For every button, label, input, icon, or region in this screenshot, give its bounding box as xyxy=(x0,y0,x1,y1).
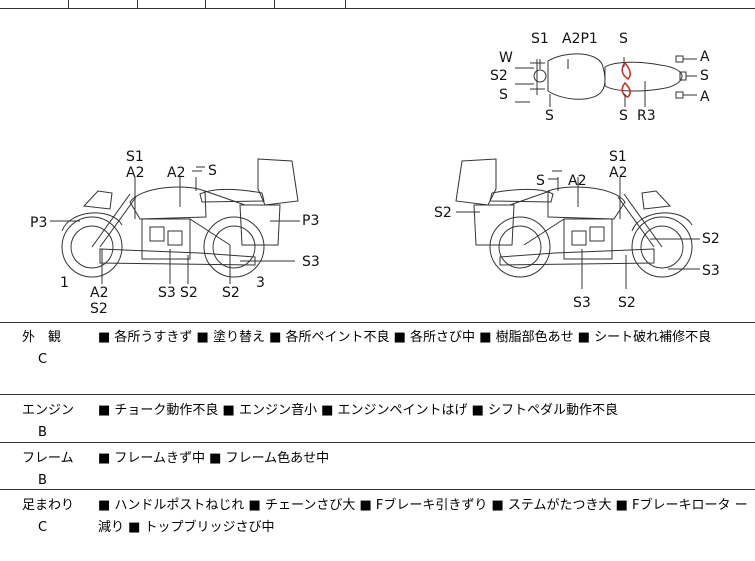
exhaust-pipe xyxy=(499,248,655,266)
label-s3: S3 xyxy=(158,285,176,301)
label-p3: P3 xyxy=(30,215,47,231)
headlight-icon xyxy=(533,69,547,83)
label-s: S xyxy=(619,31,628,47)
left-side-labels: S1 A2 A2 S P3 P3 S3 1 3 A2 S2 S3 S2 S2 xyxy=(30,149,320,317)
right-side-labels: S A2 S1 A2 S2 S2 S3 S3 S2 xyxy=(434,149,720,311)
label-s2: S2 xyxy=(490,68,508,84)
label-s: S xyxy=(700,68,709,84)
label-1: 1 xyxy=(60,275,69,291)
seat xyxy=(489,188,554,203)
label-s1: S1 xyxy=(531,31,549,47)
label-s: S xyxy=(208,163,217,179)
section-notes: ■ チョーク動作不良 ■ エンジン音小 ■ エンジンペイントはげ ■ シフトペダ… xyxy=(98,403,619,418)
label-p3: P3 xyxy=(302,213,319,229)
label-s: S xyxy=(536,173,545,189)
rear-wheel xyxy=(489,216,551,278)
damage-mark-1 xyxy=(621,61,631,81)
rear-indicator-left xyxy=(675,55,684,63)
section-name: フレーム xyxy=(22,451,74,466)
label-3: 3 xyxy=(256,275,265,291)
section-grade: B xyxy=(38,425,47,440)
section-exterior: 外 観 C ■ 各所うすきず ■ 塗り替え ■ 各所ペイント不良 ■ 各所さび中… xyxy=(0,322,755,395)
label-s2: S2 xyxy=(618,295,636,311)
label-s2: S2 xyxy=(434,205,452,221)
rear-wheel xyxy=(203,216,265,278)
top-view xyxy=(515,53,697,107)
section-frame: フレーム B ■ フレームきず中 ■ フレーム色あせ中 xyxy=(0,443,755,490)
top-table-edge xyxy=(0,0,755,9)
section-name: エンジン xyxy=(22,403,75,418)
label-w: W xyxy=(499,50,513,66)
section-grade: B xyxy=(38,473,47,488)
label-a2: A2 xyxy=(609,165,627,181)
saddle-bag xyxy=(239,204,281,246)
top-view-labels: S1 A2P1 S W S2 S S S R3 A S A xyxy=(490,31,710,124)
label-s2: S2 xyxy=(222,285,240,301)
front-wheel xyxy=(61,216,123,278)
label-s3: S3 xyxy=(702,263,720,279)
fuel-tank xyxy=(547,186,626,220)
headlight xyxy=(641,190,672,210)
label-s: S xyxy=(499,87,508,103)
label-s2: S2 xyxy=(180,285,198,301)
top-box xyxy=(257,158,299,206)
rear-indicator-right xyxy=(675,91,684,99)
label-a: A xyxy=(700,49,710,65)
label-s1: S1 xyxy=(126,149,144,165)
fuel-tank xyxy=(129,186,207,220)
section-name: 外 観 xyxy=(22,330,62,345)
label-a2p1: A2P1 xyxy=(562,31,598,47)
section-grade: C xyxy=(38,520,48,535)
front-fender xyxy=(631,212,693,232)
front-wheel xyxy=(631,216,693,278)
saddle-bag xyxy=(473,204,515,246)
section-engine: エンジン B ■ チョーク動作不良 ■ エンジン音小 ■ エンジンペイントはげ … xyxy=(0,395,755,443)
diagram-svg: S1 A2P1 S W S2 S S S R3 A S A xyxy=(30,31,720,317)
section-notes: ■ 各所うすきず ■ 塗り替え ■ 各所ペイント不良 ■ 各所さび中 ■ 樹脂部… xyxy=(98,330,712,345)
section-notes: ■ ハンドルポストねじれ ■ チェーンさび大 ■ Fブレーキ引きずり ■ ステム… xyxy=(98,498,748,535)
label-s3: S3 xyxy=(302,254,320,270)
seat-top xyxy=(604,61,683,92)
motorcycle-damage-diagram: S1 A2P1 S W S2 S S S R3 A S A xyxy=(0,9,755,323)
label-r3: R3 xyxy=(637,108,656,124)
section-grade: C xyxy=(38,352,48,367)
fuel-tank-top xyxy=(547,53,606,100)
right-side-view xyxy=(455,158,700,289)
label-s1: S1 xyxy=(609,149,627,165)
label-s: S xyxy=(619,108,628,124)
engine-block xyxy=(563,218,613,260)
label-s: S xyxy=(545,108,554,124)
engine-block xyxy=(141,218,191,260)
label-a2: A2 xyxy=(126,165,144,181)
left-side-view xyxy=(50,158,300,284)
section-notes: ■ フレームきず中 ■ フレーム色あせ中 xyxy=(98,451,330,466)
exhaust-pipe xyxy=(99,248,256,266)
label-s3: S3 xyxy=(573,295,591,311)
label-a2: A2 xyxy=(90,285,108,301)
label-a: A xyxy=(700,89,710,105)
front-fender xyxy=(61,212,123,232)
headlight xyxy=(82,190,113,210)
section-suspension: 足まわり C ■ ハンドルポストねじれ ■ チェーンさび大 ■ Fブレーキ引きず… xyxy=(0,490,755,561)
label-a2: A2 xyxy=(167,165,185,181)
top-box xyxy=(455,158,497,206)
label-s2: S2 xyxy=(702,231,720,247)
section-name: 足まわり xyxy=(22,498,75,513)
label-a2: A2 xyxy=(568,173,586,189)
label-s2: S2 xyxy=(90,301,108,317)
damage-mark-2 xyxy=(621,81,631,98)
